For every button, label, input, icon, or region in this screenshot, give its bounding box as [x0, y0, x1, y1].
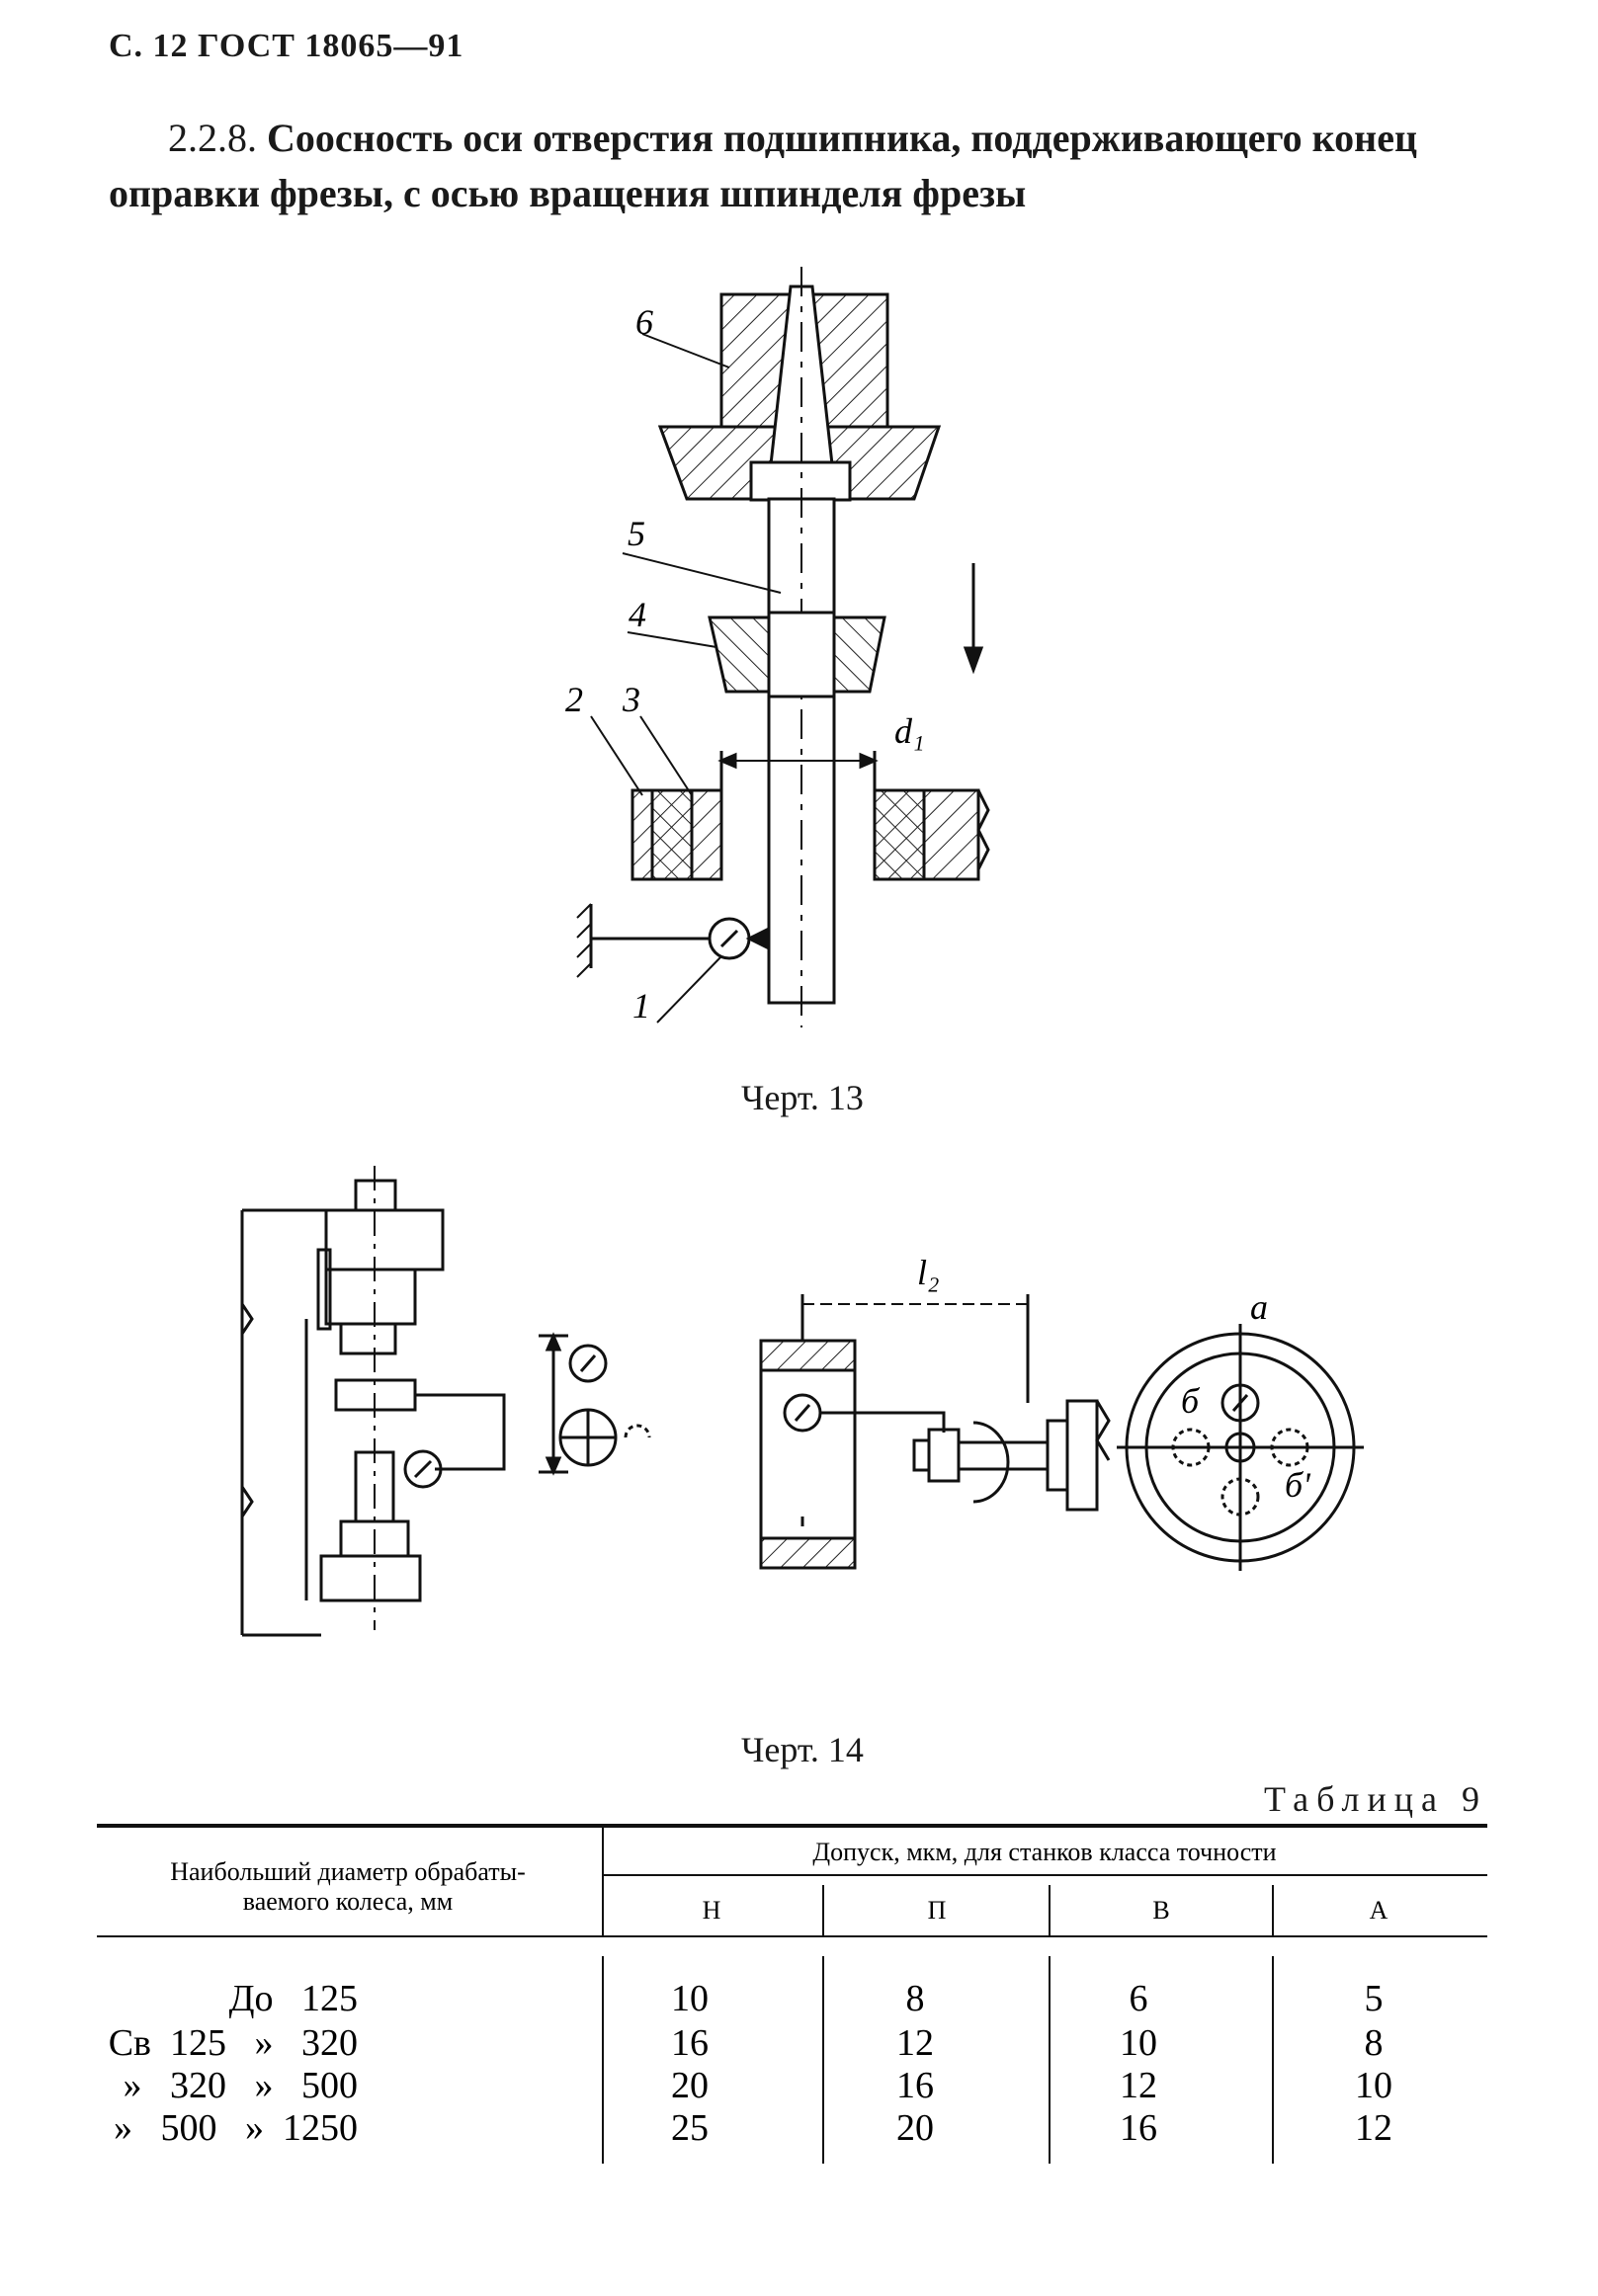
- table-row-3-v: 12: [1120, 2065, 1157, 2106]
- figure-14-caption: Черт. 14: [741, 1730, 864, 1769]
- fig13-label-3: 3: [622, 680, 640, 719]
- fig14-label-l2: l₂: [917, 1253, 940, 1292]
- table-row-1-v: 6: [1130, 1978, 1148, 2019]
- table-row-3-h: 20: [671, 2065, 709, 2106]
- table-row-4-p: 20: [896, 2107, 934, 2149]
- section-title-text: Соосность оси отверстия подшипника, подд…: [109, 116, 1418, 215]
- table-row-3-range: » 320 » 500: [124, 2065, 359, 2106]
- table-row-4-h: 25: [671, 2107, 709, 2149]
- section-number: 2.2.8.: [168, 116, 257, 160]
- fig14-label-b-prime: б': [1285, 1465, 1311, 1505]
- table-row-1-a: 5: [1365, 1978, 1384, 2019]
- fig13-label-d1: d₁: [894, 711, 925, 751]
- table-9-grid: [97, 1824, 1487, 2164]
- table-label: Таблица 9: [1264, 1779, 1487, 1819]
- figure-14-middle-drawing: [759, 1294, 1111, 1570]
- table-row-4-range: » 500 » 1250: [114, 2107, 358, 2149]
- figure-13-drawing: [576, 267, 990, 1027]
- fig13-label-4: 4: [629, 595, 646, 634]
- fig13-label-1: 1: [632, 986, 650, 1025]
- figure-14-left-drawing: [240, 1166, 651, 1637]
- fig13-label-2: 2: [565, 680, 583, 719]
- table-row-2-range: Св 125 » 320: [109, 2022, 358, 2064]
- table-group-header: Допуск, мкм, для станков класса точности: [812, 1838, 1276, 1866]
- table-class-a: А: [1370, 1896, 1388, 1925]
- table-row-1-range: До 125: [229, 1978, 358, 2019]
- table-class-p: П: [928, 1896, 947, 1925]
- fig13-label-5: 5: [628, 514, 645, 553]
- figure-14-right-drawing: [1117, 1324, 1364, 1571]
- table-row-2-v: 10: [1120, 2022, 1157, 2064]
- fig14-label-b: б: [1181, 1381, 1201, 1421]
- table-row-2-a: 8: [1365, 2022, 1384, 2064]
- table-row-3-p: 16: [896, 2065, 934, 2106]
- table-row-2-p: 12: [896, 2022, 934, 2064]
- table-class-h: Н: [703, 1896, 721, 1925]
- figure-13-caption: Черт. 13: [741, 1078, 864, 1117]
- page-header: С. 12 ГОСТ 18065—91: [109, 28, 464, 64]
- table-row-2-h: 16: [671, 2022, 709, 2064]
- fig13-label-6: 6: [635, 302, 653, 342]
- table-row-1-p: 8: [906, 1978, 925, 2019]
- table-row-3-a: 10: [1355, 2065, 1392, 2106]
- section-title: 2.2.8. Соосность оси отверстия подшипник…: [109, 111, 1502, 221]
- table-row-4-a: 12: [1355, 2107, 1392, 2149]
- fig14-label-a: а: [1250, 1287, 1268, 1327]
- table-class-v: В: [1152, 1896, 1169, 1925]
- table-row-1-h: 10: [671, 1978, 709, 2019]
- table-row-header-line1: Наибольший диаметр обрабаты-: [170, 1857, 526, 1886]
- table-row-header-line2: ваемого колеса, мм: [243, 1887, 453, 1916]
- table-row-4-v: 16: [1120, 2107, 1157, 2149]
